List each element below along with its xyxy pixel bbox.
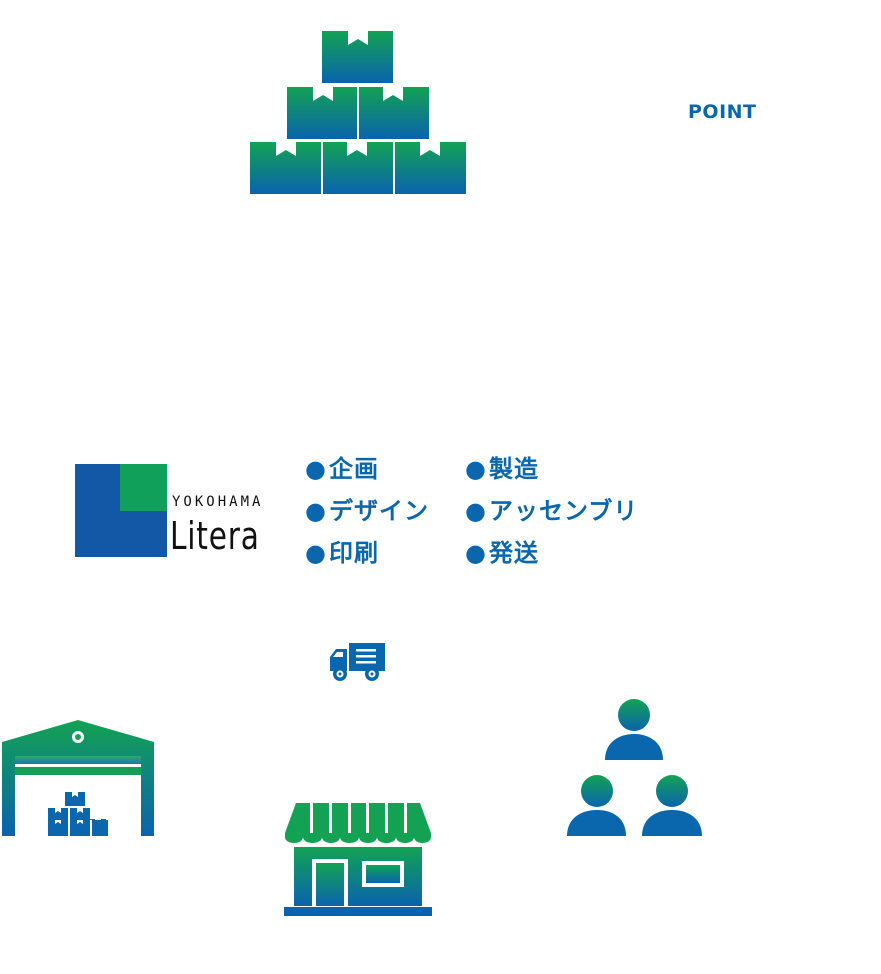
logo-big-text: Litera (170, 514, 260, 558)
service-item: ●企画 (305, 455, 379, 483)
point-label: POINT (688, 101, 757, 123)
service-label: アッセンブリ (488, 497, 639, 525)
service-label: デザイン (328, 497, 429, 525)
service-label: 印刷 (328, 539, 379, 567)
service-bullet: ● (465, 497, 487, 525)
service-bullet: ● (305, 455, 327, 483)
logo-small-text: YOKOHAMA (172, 494, 264, 510)
people-group-icon (567, 699, 702, 836)
service-item: ●アッセンブリ (465, 497, 638, 525)
service-item: ●デザイン (305, 497, 429, 525)
service-label: 発送 (488, 539, 539, 567)
company-logo: YOKOHAMA Litera (75, 464, 270, 558)
boxes-pyramid-icon (250, 31, 466, 194)
logo-mark (75, 464, 167, 557)
service-label: 製造 (488, 455, 539, 483)
service-bullet: ● (465, 539, 487, 567)
service-bullet: ● (305, 497, 327, 525)
truck-icon (330, 643, 385, 681)
service-label: 企画 (328, 455, 379, 483)
service-item: ●発送 (465, 539, 539, 567)
warehouse-icon (2, 720, 154, 836)
store-icon (284, 803, 432, 916)
service-item: ●製造 (465, 455, 539, 483)
service-item: ●印刷 (305, 539, 379, 567)
service-bullet: ● (305, 539, 327, 567)
service-bullet: ● (465, 455, 487, 483)
